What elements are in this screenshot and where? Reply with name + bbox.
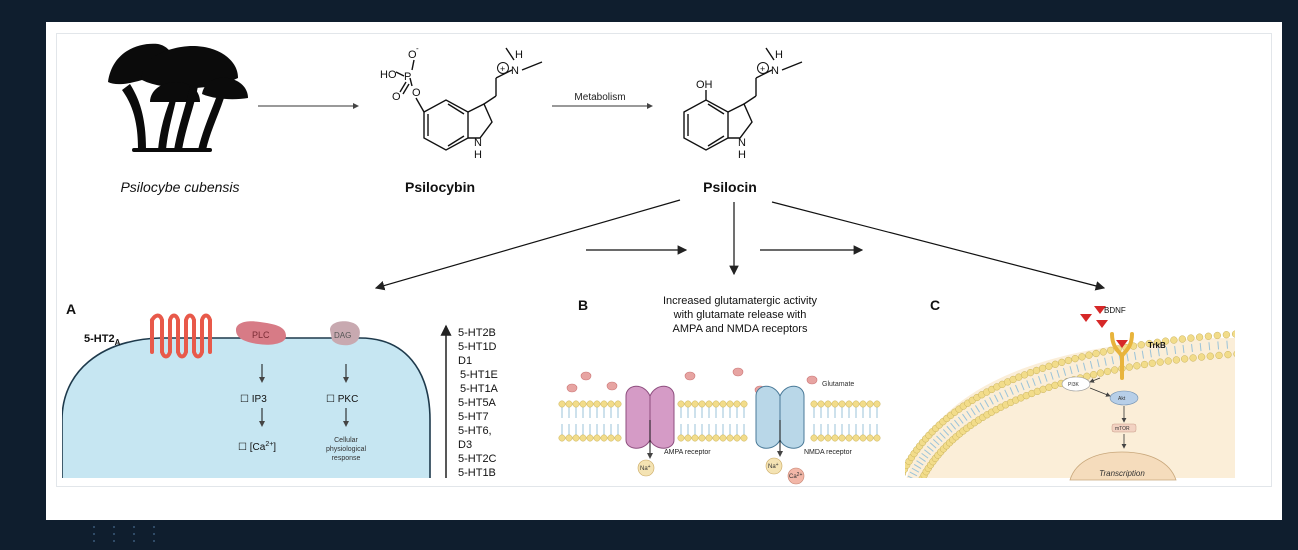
ca-ion: Ca2+ (787, 467, 805, 485)
panel-c-membrane (905, 330, 1235, 478)
psilocin-h-ring: H (738, 149, 746, 161)
psilocin-h-plus: H (775, 49, 783, 61)
akt-node: Akt (1109, 390, 1139, 406)
svg-text:5-HT6,: 5-HT6, (458, 425, 492, 437)
5ht2a-receptor-icon (150, 313, 212, 359)
ampa-receptor-icon (625, 385, 675, 459)
svg-text:response: response (332, 455, 361, 462)
na-ion-1: Na+ (637, 459, 655, 477)
svg-text:Akt: Akt (1118, 396, 1126, 402)
glutamate-dots (566, 367, 818, 395)
receptor-affinity-list: 5-HT2B 5-HT1D D1 5-HT1E 5-HT1A 5-HT5A 5-… (458, 327, 499, 479)
svg-text:5-HT2B: 5-HT2B (458, 327, 496, 339)
psilocin-plus-circle (757, 62, 769, 74)
svg-text:5-HT1B: 5-HT1B (458, 467, 496, 479)
receptor-5ht2a-label: 5-HT2A (84, 333, 121, 347)
psilocybin-ho: HO (380, 69, 397, 81)
psilocybin-plus: + (500, 64, 505, 74)
svg-text:PLC: PLC (252, 330, 270, 340)
psilocin-plus: + (760, 64, 765, 74)
psilocybin-o-double: O (392, 91, 401, 103)
mushroom-label: Psilocybe cubensis (120, 179, 239, 195)
na-ion-2: Na+ (765, 457, 783, 475)
svg-text:Increased glutamatergic activi: Increased glutamatergic activity (663, 295, 818, 307)
mushroom-icon (108, 43, 248, 152)
transcription-label: Transcription (1099, 469, 1145, 478)
svg-text:PI3K: PI3K (1068, 382, 1080, 388)
psilocybin-name: Psilocybin (405, 179, 475, 195)
panel-c-cell (906, 338, 1235, 478)
svg-text:D3: D3 (458, 439, 472, 451)
svg-text:with glutamate release with: with glutamate release with (673, 309, 807, 321)
svg-text:5-HT5A: 5-HT5A (458, 397, 497, 409)
ip3-label: ☐ IP3 (240, 394, 267, 405)
nucleus (1069, 451, 1177, 481)
psilocin-n-ring: N (738, 137, 746, 149)
psilocybin-n-ring: N (474, 137, 482, 149)
metabolism-label: Metabolism (574, 92, 625, 103)
svg-text:Na+: Na+ (768, 462, 779, 470)
pkc-label: ☐ PKC (326, 394, 358, 405)
psilocybin-p: P (404, 71, 411, 83)
svg-text:5-HT1A: 5-HT1A (460, 383, 499, 395)
ampa-label: AMPA receptor (664, 449, 711, 456)
psilocybin-n-plus: N (511, 65, 519, 77)
svg-text:5-HT2C: 5-HT2C (458, 453, 497, 465)
panel-a-cell (62, 337, 431, 478)
panel-b-membrane (558, 400, 881, 442)
psilocybin-o-ring: O (412, 87, 421, 99)
svg-text:Ca2+: Ca2+ (789, 472, 802, 480)
dag-icon: DAG (330, 321, 360, 346)
ca-label: ☐ [Ca2+] (238, 441, 276, 453)
nmda-receptor-icon (755, 385, 805, 457)
svg-text:5-HT1D: 5-HT1D (458, 341, 497, 353)
panel-b-heading: Increased glutamatergic activity with gl… (663, 295, 818, 335)
psilocin-n-plus: N (771, 65, 779, 77)
response-label: Cellular physiological response (326, 437, 367, 462)
psilocin-name: Psilocin (703, 179, 757, 195)
psilocin-structure (683, 47, 803, 151)
svg-text:Cellular: Cellular (334, 437, 358, 444)
trkb-receptor-icon (1110, 332, 1134, 380)
psilocybin-h-ring: H (474, 149, 482, 161)
panel-b-letter: B (578, 297, 588, 313)
svg-text:AMPA and NMDA receptors: AMPA and NMDA receptors (673, 323, 808, 335)
svg-text:5-HT7: 5-HT7 (458, 411, 489, 423)
svg-text:mTOR: mTOR (1115, 426, 1130, 432)
mtor-node: mTOR (1111, 423, 1137, 433)
svg-text:Na+: Na+ (640, 464, 651, 472)
psilocybin-h-plus: H (515, 49, 523, 61)
psilocybin-minus: - (416, 44, 419, 53)
panel-c-letter: C (930, 297, 940, 313)
svg-text:5-HT1E: 5-HT1E (460, 369, 498, 381)
bdnf-label: BDNF (1104, 306, 1126, 315)
svg-text:physiological: physiological (326, 446, 367, 453)
psilocybin-plus-circle (497, 62, 509, 74)
psilocybin-o-minus: O (408, 49, 417, 61)
psilocin-oh: OH (696, 79, 713, 91)
bdnf-icon (1080, 306, 1128, 348)
decorative-dot-grid (93, 526, 155, 542)
glutamate-label: Glutamate (822, 381, 854, 388)
branch-arrows (374, 199, 1106, 291)
svg-text:D1: D1 (458, 355, 472, 367)
pi3k-node: PI3K (1061, 376, 1091, 392)
panel-a-letter: A (66, 301, 76, 317)
plc-protein-icon: PLC (236, 321, 286, 345)
svg-text:DAG: DAG (334, 331, 351, 340)
psilocybin-structure (395, 47, 543, 151)
nmda-label: NMDA receptor (804, 449, 853, 456)
trkb-label: TrkB (1148, 341, 1166, 350)
